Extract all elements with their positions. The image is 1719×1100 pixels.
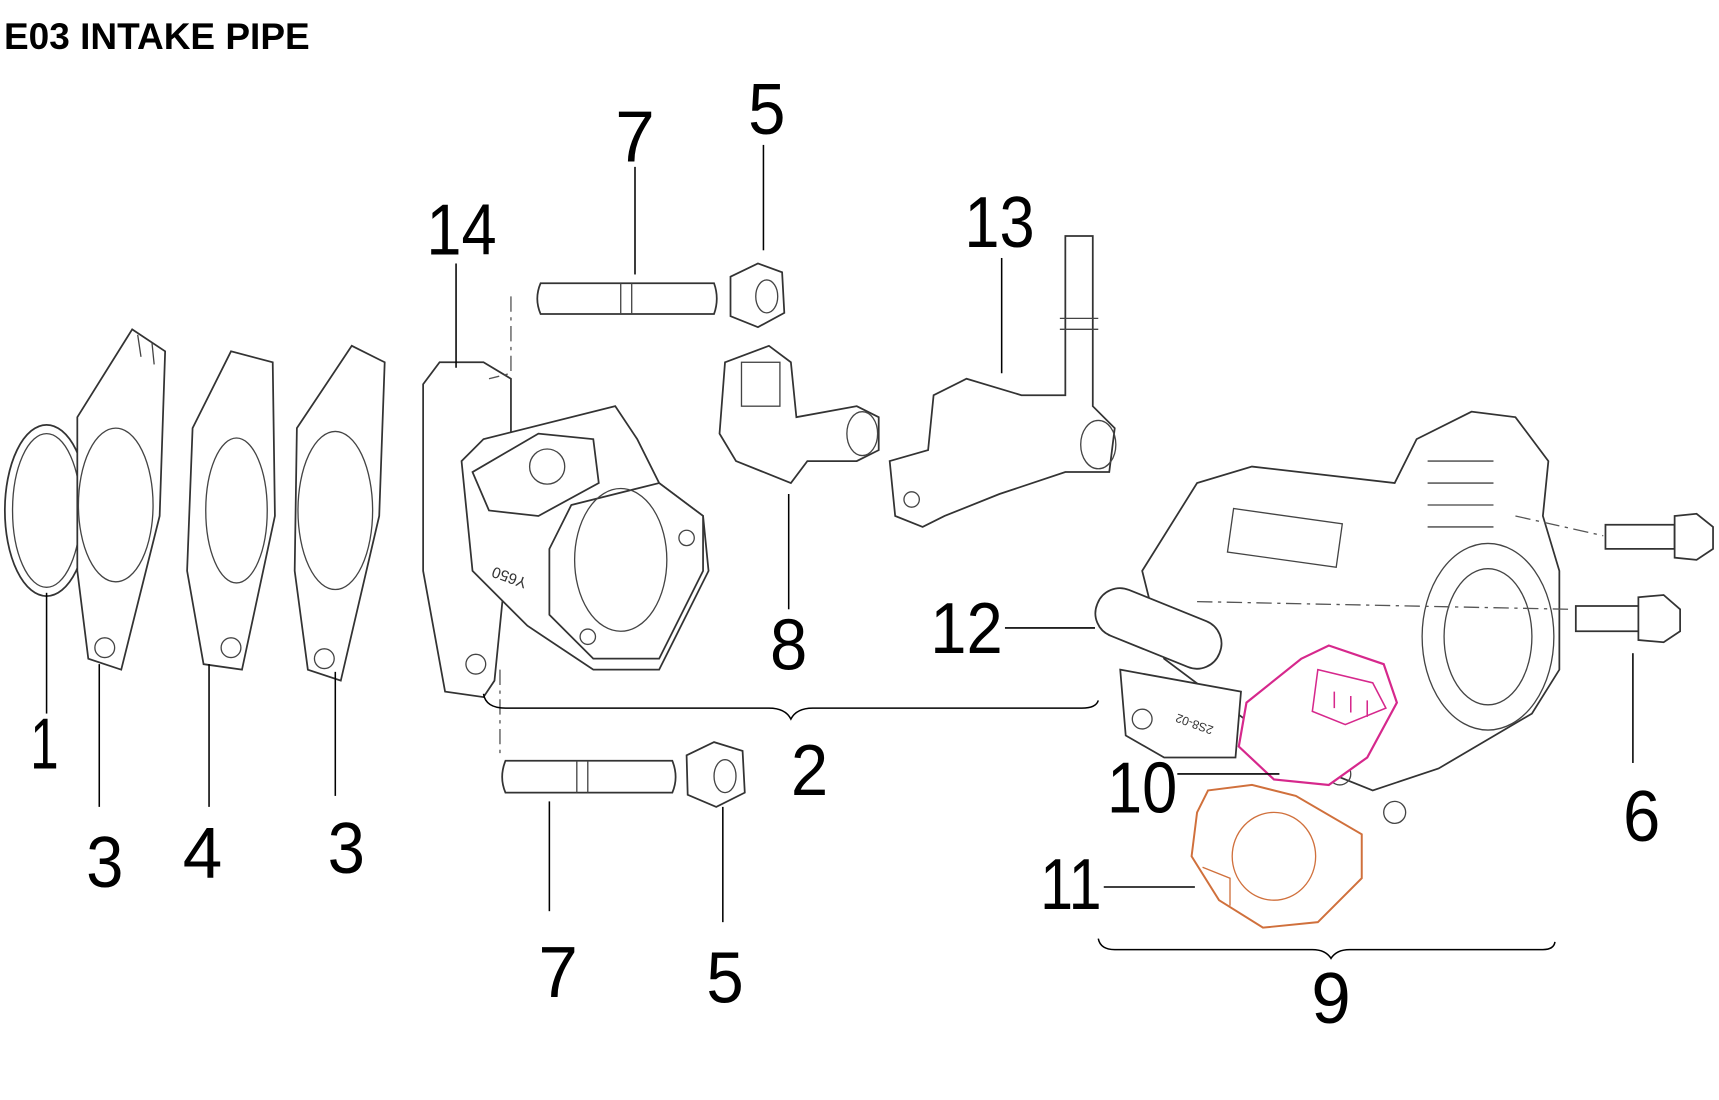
callout-4: 4 [183, 813, 223, 894]
page-title: E03 INTAKE PIPE [4, 16, 310, 57]
callout-5-bottom: 5 [706, 937, 743, 1018]
part-12-map-sensor [1094, 587, 1242, 759]
callout-6: 6 [1623, 776, 1660, 857]
callout-3-left: 3 [86, 822, 123, 903]
brace-part-2 [482, 693, 1100, 721]
callout-7-bottom: 7 [538, 932, 578, 1013]
part-7-stud-bottom [499, 669, 677, 794]
part-8-injector [718, 344, 880, 485]
callout-labels: 7 5 14 13 1 3 4 3 8 12 2 10 6 11 7 5 9 [30, 69, 1660, 1039]
callout-14: 14 [426, 190, 496, 271]
part-7-stud-top [488, 282, 718, 380]
part-3-gasket-left [76, 328, 167, 671]
part-5-nut-top [729, 262, 786, 329]
part-4-insulator [186, 350, 276, 671]
callout-2: 2 [791, 730, 828, 811]
part-5-nut-bottom [685, 741, 746, 808]
brace-part-9 [1097, 938, 1556, 960]
part-10-throttle-position-sensor [1237, 644, 1399, 787]
part-6-bolt-lower [1574, 594, 1681, 644]
leader-lines [45, 144, 1634, 960]
callout-10: 10 [1107, 747, 1177, 828]
part-1-o-ring [3, 423, 90, 597]
callout-8: 8 [770, 605, 807, 686]
callout-9: 9 [1311, 958, 1351, 1039]
part-2-intake-pipe [422, 361, 710, 699]
callout-1: 1 [30, 703, 59, 784]
part-3-gasket-right [293, 344, 386, 682]
part-6-bolt-upper [1515, 512, 1714, 561]
callout-7-top: 7 [615, 96, 655, 177]
callout-11: 11 [1040, 844, 1101, 925]
part-13-fuel-hose-connector [888, 235, 1117, 528]
callout-12: 12 [930, 588, 1002, 669]
callout-5-top: 5 [748, 69, 785, 150]
callout-13: 13 [964, 182, 1034, 263]
callout-3-right: 3 [328, 808, 365, 889]
part-11-idle-air-control [1190, 783, 1363, 929]
